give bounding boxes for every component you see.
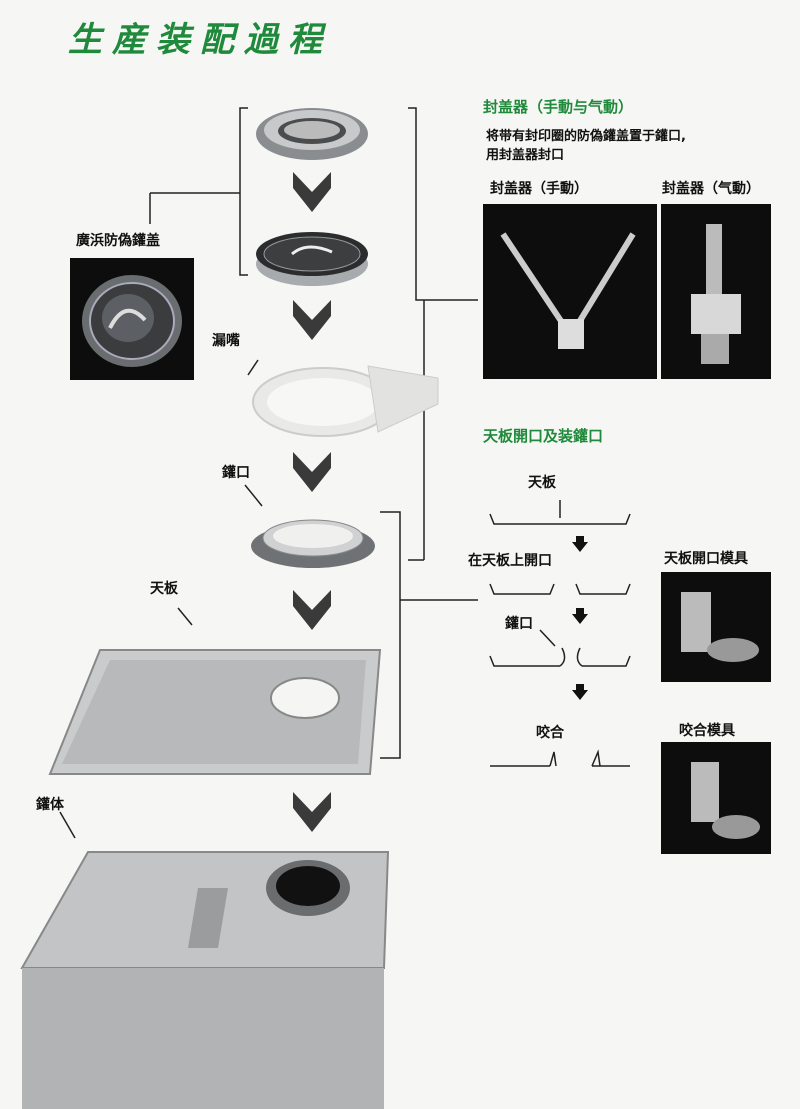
down-arrow-icon	[293, 590, 331, 630]
label-pneumatic-capper: 封盖器（气動）	[662, 181, 760, 197]
page-title: 生産装配過程	[68, 20, 332, 60]
diagram-label-open: 在天板上開口	[468, 553, 552, 569]
label-body: 鑵体	[36, 797, 64, 813]
diagram-label-mouth: 鑵口	[505, 616, 533, 632]
die-open-photo	[661, 572, 771, 682]
diagram-label-panel: 天板	[528, 475, 556, 491]
label-cap: 廣浜防偽鑵盖	[76, 233, 160, 249]
spout-image	[252, 365, 439, 437]
cap-image	[256, 232, 368, 286]
pneumatic-capper-photo	[661, 204, 771, 379]
capper-desc-2: 用封盖器封口	[486, 148, 565, 163]
cap-photo	[70, 258, 194, 380]
mouth-ring-image	[251, 519, 375, 568]
label-die-crimp: 咬合模具	[679, 723, 735, 739]
label-die-open: 天板開口模具	[664, 551, 748, 567]
label-spout: 漏嘴	[212, 333, 240, 349]
can-body-image	[20, 851, 390, 1109]
capper-heading: 封盖器（手動与气動）	[483, 98, 634, 116]
down-arrow-icon	[293, 300, 331, 340]
process-diagram	[489, 500, 631, 767]
panel-heading: 天板開口及装鑵口	[483, 427, 604, 445]
capper-desc-1: 将带有封印圈的防偽鑵盖置于鑵口,	[486, 129, 686, 144]
down-arrow-icon	[293, 792, 331, 832]
seal-ring-image	[256, 108, 368, 160]
manual-capper-photo	[483, 204, 657, 379]
label-manual-capper: 封盖器（手動）	[490, 181, 588, 197]
label-mouth: 鑵口	[222, 465, 250, 481]
down-arrow-icon	[293, 172, 331, 212]
die-crimp-photo	[661, 742, 771, 854]
diagram-label-crimp: 咬合	[536, 725, 564, 741]
down-arrow-icon	[293, 452, 331, 492]
top-panel-image	[48, 649, 382, 775]
label-panel: 天板	[150, 581, 178, 597]
